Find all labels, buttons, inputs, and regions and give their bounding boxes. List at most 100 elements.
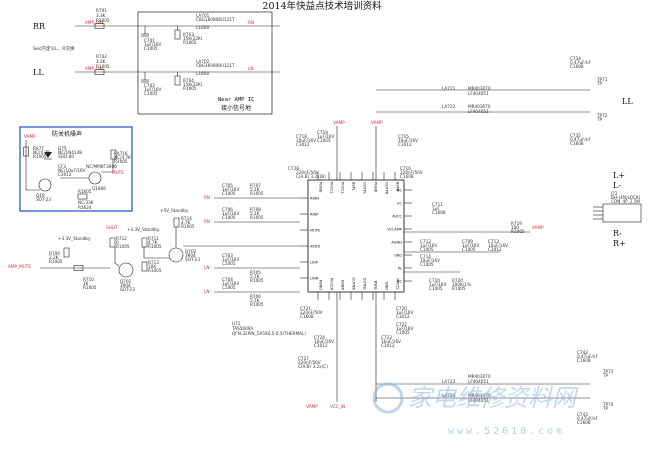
ic-ref: U71 [232, 321, 241, 326]
c721-value: 220nF/50V [300, 310, 323, 315]
watermark: 家电维修资料网 www.52010.com [372, 382, 579, 437]
tp72-value: TP [596, 117, 603, 122]
la724-package: LF404051 [468, 398, 489, 403]
r708-ref: R708 [250, 207, 261, 212]
d75-package: SOD-80 [58, 154, 74, 159]
r707-ref: R707 [250, 183, 261, 188]
c713-package: C3012 [488, 247, 502, 252]
c718-ref: C718 [296, 134, 307, 139]
la724-value: MR403070 [468, 393, 491, 398]
q1806-value: NC/MMBT3906 [86, 164, 117, 169]
r708-value: 5.1K [250, 211, 260, 216]
ic-left-pin-label: RINP [310, 212, 319, 216]
amp-mute-net: AMP_MUTE [8, 264, 31, 269]
ic-bottom-pin-label: PGND [318, 280, 322, 291]
c706-package: C1005 [222, 215, 236, 220]
r703-resistor [174, 29, 181, 40]
c705-value: 1uF/16V [222, 187, 239, 192]
c703-package: C1005 [222, 261, 236, 266]
c742-package: C1608 [577, 358, 591, 363]
ic-top-pin-label: PGND [318, 182, 322, 193]
c702-package: C1005 [144, 91, 158, 96]
r719-package: R1005 [511, 229, 525, 234]
c705-ref: C705 [222, 183, 233, 188]
c703-ref: C703 [222, 253, 233, 258]
ic-top-pin-label: OUTPR [384, 182, 388, 195]
c734-package: C1608 [570, 64, 584, 69]
c720-ref: C720 [396, 306, 407, 311]
r720-ref: R720 [452, 278, 463, 283]
top-decoupling: VAMP VAMP C718 10uF/16V C3012 C719 1uF/1… [288, 120, 423, 180]
cf3-ref: CF3 [58, 164, 66, 169]
r-minus-label: R- [613, 229, 622, 238]
c714-ref: C714 [420, 254, 431, 259]
near-amp-box [137, 11, 273, 115]
output-filter: LA721 MR403070 LF404051 LA722 MR403070 L… [376, 56, 633, 425]
d75-diode [44, 152, 52, 158]
c709-package: C1005 [462, 247, 476, 252]
c713-ref: C713 [488, 239, 499, 244]
r1605-ref: R1605 [78, 189, 92, 194]
c714-package: C1005 [420, 262, 434, 267]
ic-package: QFN-32PIN_5X5X0.5-0.5(THERMAL) [232, 331, 306, 336]
q702-package: SOT-23 [185, 257, 200, 262]
r704-value: 15K(22K) [183, 82, 203, 87]
j72-ref: J72 [610, 191, 618, 196]
input-filter-section: RR LL Sec内定义L、R交换 AMP_RIN R701 3.3K R100… [33, 8, 280, 115]
c727-package: C(A.B) 3.2x(C) [298, 364, 328, 369]
r-plus-label: R+ [613, 239, 626, 248]
c716-ref: C716 [400, 166, 411, 171]
r714-value: 4.7K [181, 220, 191, 225]
q702-value: 3904 [185, 253, 196, 258]
rn-net-ic-2: RN [204, 219, 210, 224]
small-signal-ground-label: 接小信号地 [221, 104, 251, 112]
c721-ref: C721 [300, 306, 311, 311]
c710-ref: C710 [429, 278, 440, 283]
tp71-value: TP [596, 81, 603, 86]
ll-output-label: LL [622, 97, 633, 106]
r711-value: 4.7K [148, 240, 158, 245]
r702-resistor [94, 69, 105, 75]
c712-ref: C712 [420, 239, 431, 244]
c720-value: 1uF/16V [396, 310, 413, 315]
ic-bottom-pin-label: PVCCR [329, 278, 333, 291]
standby-net-left: +3.3V_Standby [58, 236, 91, 241]
ll-label: LL [33, 68, 44, 77]
ic-body [307, 179, 405, 293]
c724-value: 10uF/16V [314, 339, 334, 344]
r712-ref: R712 [116, 236, 127, 241]
q702-ref: Q702 [185, 249, 197, 254]
r701-resistor [94, 23, 105, 29]
r702-ref: R702 [96, 54, 107, 59]
c710-value: 1uF/16V [429, 282, 446, 287]
r711-ref: R711 [148, 236, 159, 241]
ic-right-pin-label: VBG [394, 253, 402, 257]
c720-package: C3012 [396, 314, 410, 319]
r702-value: 3.3K [96, 59, 106, 64]
c734-ref: C734 [570, 56, 581, 61]
ic-part: TAS5609A [231, 326, 253, 331]
r713-resistor [141, 261, 148, 272]
c702-value: 1uF/16V [144, 87, 161, 92]
c714-value: 10uF/16V [420, 258, 440, 263]
c715-package: C3012 [398, 142, 412, 147]
c716-package: C1608 [400, 174, 414, 179]
ra77-value: NC/4.7K [33, 150, 50, 155]
c711-ref: C711 [432, 202, 443, 207]
l-plus-label: L+ [613, 171, 625, 180]
q1806-ref: Q1806 [92, 186, 106, 191]
la724-ref: LA724 [442, 393, 456, 398]
c742-value: 0.47uF/nF [577, 354, 598, 359]
ra716-value: NC/4.7K [114, 155, 131, 160]
c713-value: 10uF/16V [488, 243, 508, 248]
c712-package: C1005 [420, 247, 434, 252]
amp-lin-net: AMP_LIN [85, 66, 103, 71]
c702-ref: C702 [144, 83, 155, 88]
ln-net-ic: LN [204, 265, 209, 270]
ic-left-pin-label: MUTE [310, 228, 321, 232]
r714-ref: R714 [181, 216, 192, 221]
